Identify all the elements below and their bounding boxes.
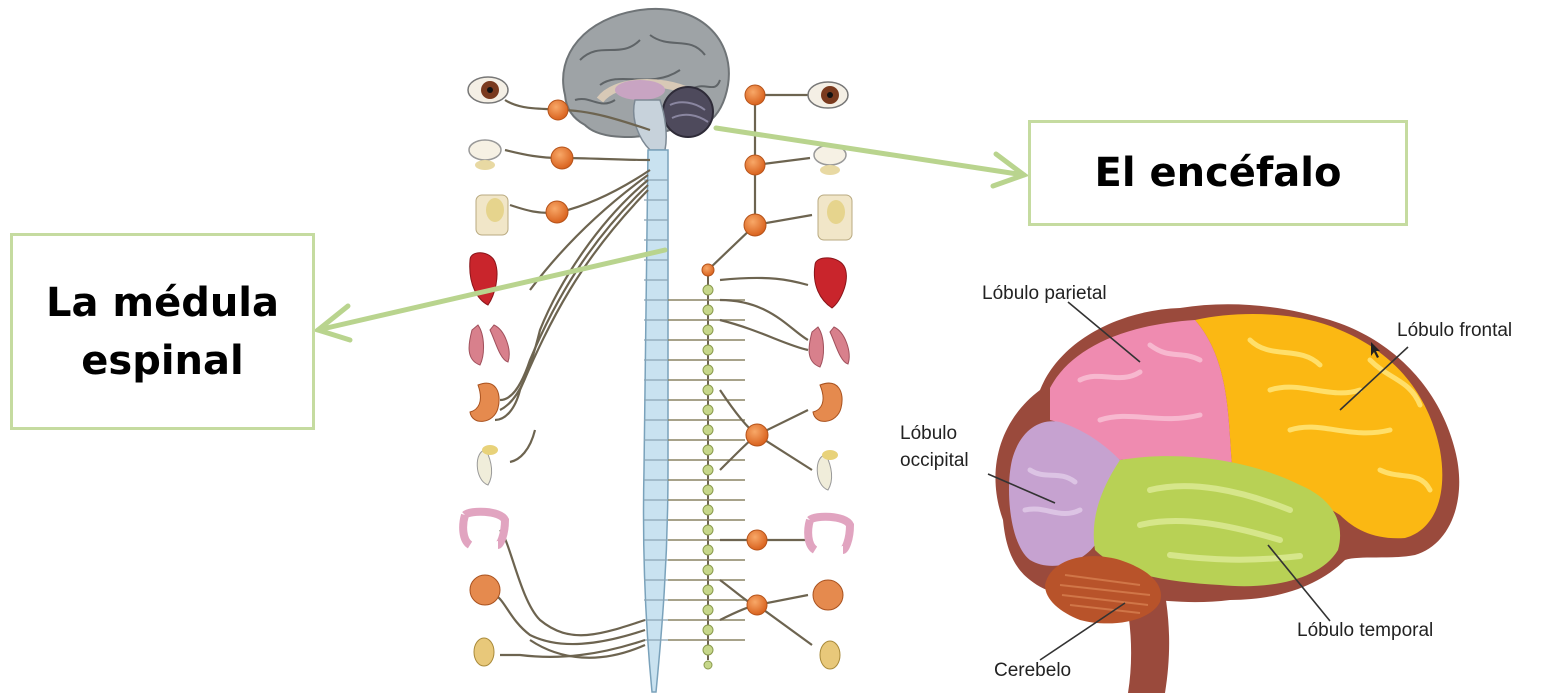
right-organs	[808, 82, 852, 669]
heart-icon	[470, 253, 497, 305]
intestine-icon	[463, 512, 505, 545]
salivary-gland-right-icon	[818, 195, 852, 240]
encefalo-label: El encéfalo	[1095, 150, 1342, 196]
spinal-cord	[643, 150, 668, 692]
frontal-label: Lóbulo frontal	[1397, 320, 1512, 342]
reproductive-icon	[474, 638, 494, 666]
occipital-label-line1: Lóbulo	[900, 420, 969, 447]
encefalo-arrow	[716, 128, 1024, 186]
temporal-label: Lóbulo temporal	[1297, 620, 1433, 642]
eye-right-icon	[808, 82, 848, 108]
left-organs	[463, 77, 509, 666]
intestine-right-icon	[808, 517, 850, 550]
cerebelo-label: Cerebelo	[994, 660, 1071, 682]
occipital-label-line2: occipital	[900, 447, 969, 474]
ear-gland-icon	[469, 140, 501, 170]
salivary-gland-icon	[476, 195, 508, 235]
stomach-right-icon	[813, 383, 842, 421]
encefalo-callout: El encéfalo	[1028, 120, 1408, 226]
medula-label-line1: La médula	[46, 274, 279, 332]
parietal-label: Lóbulo parietal	[982, 283, 1107, 305]
kidney-icon	[477, 445, 498, 485]
medula-espinal-callout: La médula espinal	[10, 233, 315, 430]
lungs-right-icon	[809, 327, 849, 367]
heart-right-icon	[814, 258, 846, 308]
lungs-icon	[469, 325, 509, 365]
kidney-right-icon	[817, 450, 838, 490]
bladder-right-icon	[813, 580, 843, 610]
eye-icon	[468, 77, 508, 103]
autonomic-nervous-system-illustration	[463, 9, 852, 692]
stomach-icon	[470, 383, 499, 421]
occipital-label: Lóbulo occipital	[900, 420, 969, 474]
medula-label-line2: espinal	[46, 332, 279, 390]
reproductive-right-icon	[820, 641, 840, 669]
bladder-icon	[470, 575, 500, 605]
sympathetic-nerves	[708, 95, 812, 645]
parasympathetic-nerves	[495, 100, 650, 658]
